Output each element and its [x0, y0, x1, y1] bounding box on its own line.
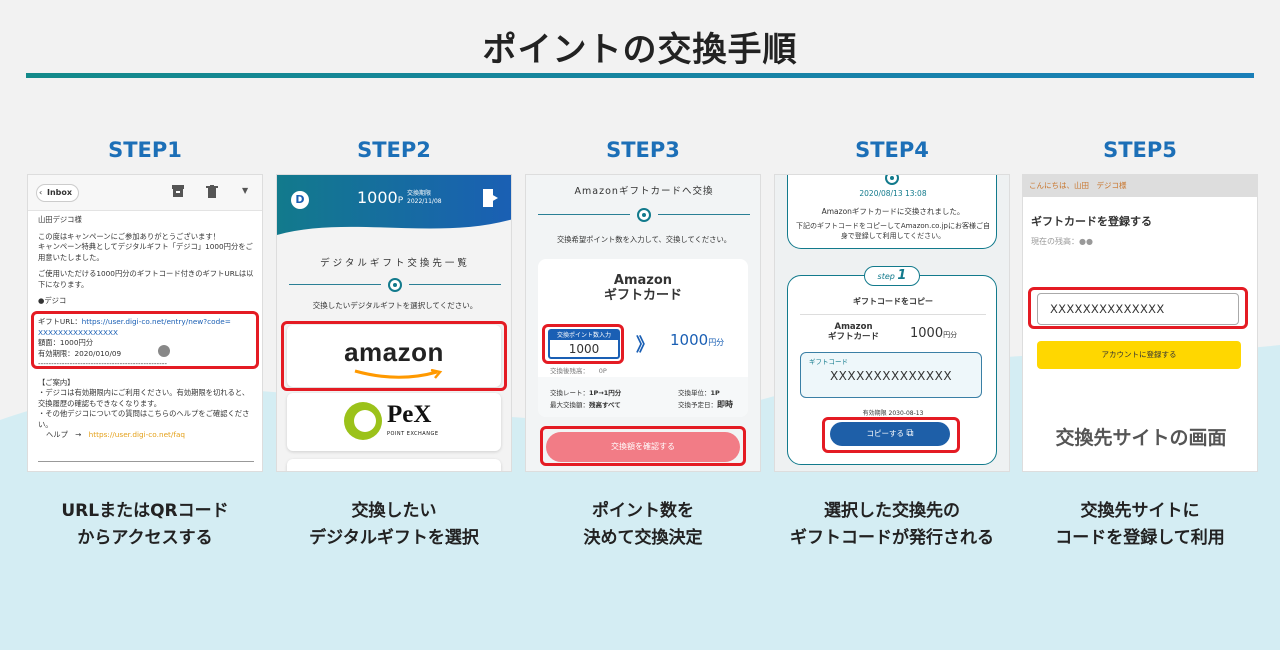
pex-gift-option[interactable]: PeX POINT EXCHANGE: [287, 393, 501, 451]
step-caption: URLまたはQRコードからアクセスする: [61, 501, 229, 548]
step-label: STEP2: [357, 138, 431, 162]
gift-url-link[interactable]: https://user.digi-co.net/entry/new?code=: [81, 317, 231, 326]
site-screen-label: 交換先サイトの画面: [1055, 427, 1227, 449]
chevron-down-icon[interactable]: ▼: [242, 186, 249, 195]
highlight-points-input: [542, 324, 624, 364]
site-header: こんにちは、山田 デジコ様: [1023, 175, 1257, 197]
instruction-text: 交換希望ポイント数を入力して、交換してください。: [556, 235, 732, 244]
highlight-gift-url: [31, 311, 259, 369]
digico-logo-icon: D: [291, 191, 309, 209]
max-amount: 最大交換額：残高すべて: [550, 401, 621, 409]
code-expiry: 有効期限 2030-08-13: [862, 410, 924, 417]
highlight-code-input: [1028, 287, 1248, 329]
chevron-left-icon: ‹: [39, 188, 43, 197]
step-4-gift-code-screenshot: 2020/08/13 13:08 Amazonギフトカードに交換されました。 下…: [774, 174, 1010, 472]
step-5-site-screenshot: こんにちは、山田 デジコ様 ギフトカードを登録する 現在の残高：●● XXXXX…: [1022, 174, 1258, 472]
step-label: STEP1: [108, 138, 182, 162]
confirm-exchange-button[interactable]: 交換額を確認する: [546, 432, 740, 462]
gift-code-field[interactable]: ギフトコード XXXXXXXXXXXXXX: [800, 352, 982, 398]
pex-logo-icon: [344, 402, 382, 440]
register-account-button[interactable]: アカウントに登録する: [1037, 341, 1241, 369]
step-4: STEP4 2020/08/13 13:08 Amazonギフトカードに交換され…: [774, 138, 1010, 548]
step-caption: ポイント数を決めて交換決定: [583, 501, 703, 548]
copy-icon: ⧉: [906, 428, 914, 439]
result-instruction: 下記のギフトコードをコピーしてAmazon.co.jpにお客様ご自身で登録して利…: [796, 222, 990, 240]
exchange-details: [538, 377, 748, 417]
unit: 交換単位：1P: [678, 389, 720, 397]
issue-datetime: 2020/08/13 13:08: [859, 189, 927, 198]
page-title: ポイントの交換手順: [482, 30, 798, 70]
balance: 現在の残高：●●: [1031, 237, 1093, 246]
amazon-smile-icon: [354, 369, 443, 379]
highlight-copy-button: [822, 417, 960, 453]
dot-icon: [637, 208, 651, 222]
gift-option[interactable]: [287, 459, 501, 471]
step-caption: 交換先サイトにコードを登録して利用: [1055, 501, 1225, 548]
archive-icon[interactable]: [172, 185, 184, 198]
copy-heading: ギフトコードをコピー: [853, 297, 933, 306]
register-heading: ギフトカードを登録する: [1031, 215, 1152, 228]
gift-code-input[interactable]: XXXXXXXXXXXXXX: [1037, 293, 1239, 325]
divider-dot: [538, 208, 750, 222]
after-balance: 交換後残高： 0P: [550, 367, 607, 375]
dot-icon: [388, 278, 402, 292]
email-toolbar: ‹Inbox ▼: [28, 175, 262, 211]
title-underline: [26, 73, 1254, 78]
step-1: STEP1 ‹Inbox ▼ 山田デジコ様 この度はキャンペーンにご参加ありがと…: [27, 138, 263, 548]
step-label: STEP5: [1103, 138, 1177, 162]
amazon-gift-option[interactable]: amazon: [287, 325, 501, 387]
divider-dot: [289, 278, 501, 292]
trash-icon[interactable]: [206, 185, 218, 198]
result-message: Amazonギフトカードに交換されました。: [821, 207, 965, 216]
result-message-box: 2020/08/13 13:08 Amazonギフトカードに交換されました。 下…: [787, 175, 997, 249]
step-5: STEP5 こんにちは、山田 デジコ様 ギフトカードを登録する 現在の残高：●●…: [1022, 138, 1258, 548]
divider: [38, 461, 254, 462]
step-label: STEP3: [606, 138, 680, 162]
step-1-tag: step 1: [864, 266, 920, 286]
yen-value: 1000円分: [670, 331, 725, 349]
step-3-exchange-screenshot: Amazonギフトカードへ交換 交換希望ポイント数を入力して、交換してください。…: [525, 174, 761, 472]
step-caption: 交換したいデジタルギフトを選択: [309, 501, 479, 548]
divider: [800, 314, 986, 315]
instruction-text: 交換したいデジタルギフトを選択してください。: [312, 301, 478, 310]
points-balance: 1000P: [357, 188, 404, 207]
help-link[interactable]: https://user.digi-co.net/faq: [88, 430, 186, 439]
step-1-email-screenshot: ‹Inbox ▼ 山田デジコ様 この度はキャンペーンにご参加ありがとうございます…: [27, 174, 263, 472]
amazon-logo: amazon: [344, 337, 444, 367]
email-body: 山田デジコ様 この度はキャンペーンにご参加ありがとうございます！ キャンペーン特…: [38, 215, 254, 439]
dot-icon: [885, 175, 899, 185]
highlight-confirm-button: [540, 426, 746, 466]
step-caption: 選択した交換先のギフトコードが発行される: [790, 501, 994, 548]
rate: 交換レート：1P→1円分: [550, 389, 622, 397]
step-3: STEP3 Amazonギフトカードへ交換 交換希望ポイント数を入力して、交換し…: [525, 138, 761, 548]
points-input[interactable]: 交換ポイント数入力 1000: [548, 329, 620, 359]
copy-button[interactable]: コピーする ⧉: [830, 422, 950, 446]
cursor-dot-icon: [158, 345, 170, 357]
pex-subtitle: POINT EXCHANGE: [387, 431, 439, 437]
header-banner: [277, 175, 511, 235]
inbox-back-button[interactable]: ‹Inbox: [36, 184, 80, 202]
logout-icon[interactable]: [483, 189, 499, 207]
list-title: デジタルギフト交換先一覧: [320, 258, 470, 269]
arrow-icon: 》: [636, 335, 654, 356]
screen-title: Amazonギフトカードへ交換: [574, 186, 714, 197]
highlight-amazon: [281, 321, 507, 391]
amount: 1000円分: [910, 326, 958, 341]
step-label: STEP4: [855, 138, 929, 162]
schedule: 交換予定日：即時: [678, 400, 733, 409]
pex-logo: PeX: [387, 401, 432, 428]
